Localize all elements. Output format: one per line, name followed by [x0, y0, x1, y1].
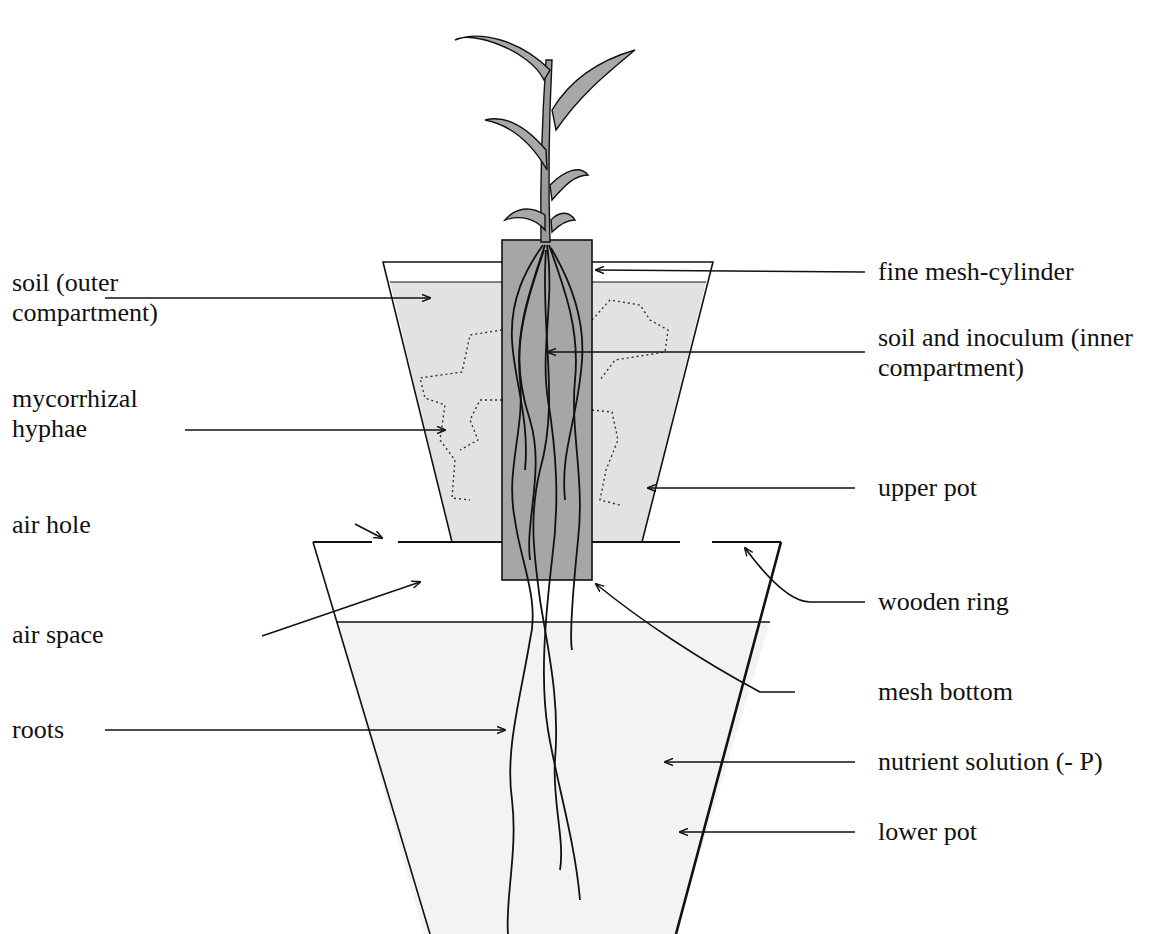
leader-line — [665, 761, 855, 763]
roots — [508, 245, 583, 934]
nutrient-solution — [336, 622, 770, 934]
pot-wall — [313, 542, 430, 934]
pot-wall — [676, 542, 781, 934]
part-label: mesh bottom — [878, 677, 1164, 707]
leader-line — [262, 582, 420, 636]
leader-line — [355, 524, 382, 538]
part-label: air space — [12, 620, 252, 650]
leader-line — [680, 831, 855, 833]
part-label: air hole — [12, 510, 212, 540]
leader-line — [648, 487, 855, 489]
leader-line — [105, 729, 505, 731]
part-label: soil and inoculum (inner compartment) — [878, 323, 1164, 383]
part-label: lower pot — [878, 817, 1164, 847]
part-label: mycorrhizal hyphae — [12, 384, 177, 444]
part-label: wooden ring — [878, 587, 1164, 617]
plant-shoot — [455, 36, 635, 242]
part-label: soil (outer compartment) — [12, 268, 227, 328]
part-label: fine mesh-cylinder — [878, 257, 1164, 287]
solution-surface — [336, 621, 770, 623]
part-label: nutrient solution (- P) — [878, 747, 1164, 777]
leader-line — [548, 351, 865, 353]
part-label: roots — [12, 715, 212, 745]
leader-line — [185, 429, 445, 431]
leader-lines — [105, 270, 865, 832]
leader-line — [745, 548, 865, 602]
leader-line — [596, 270, 865, 272]
leader-line — [596, 584, 795, 692]
part-label: upper pot — [878, 473, 1164, 503]
